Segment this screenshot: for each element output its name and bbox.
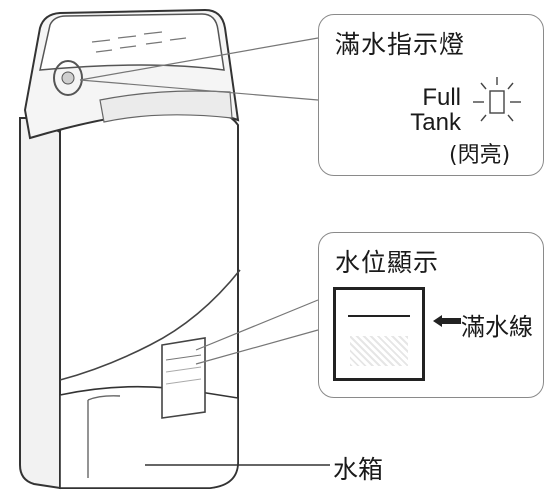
level-window [161, 337, 206, 419]
full-line-label: 滿水線 [461, 313, 533, 341]
side-panel [19, 117, 61, 490]
leader-line-window-top [195, 299, 319, 351]
water-tank-label: 水箱 [333, 455, 384, 484]
full-tank-text: Full Tank [383, 85, 461, 135]
flash-note: (閃亮) [449, 143, 511, 168]
arrow-left-icon [433, 315, 461, 327]
full-water-line [348, 315, 410, 317]
full-tank-line1: Full [422, 84, 461, 111]
leader-line-indicator-top [79, 37, 319, 81]
water-texture [350, 336, 408, 366]
full-tank-light-icon [53, 60, 83, 96]
water-level-title: 水位顯示 [335, 248, 440, 277]
control-panel [39, 13, 225, 71]
blinking-light-icon [473, 77, 521, 122]
level-gauge [333, 287, 425, 381]
control-panel-buttons-icon [91, 31, 187, 53]
leader-line-indicator-bottom [79, 79, 319, 101]
air-outlet [99, 90, 233, 123]
water-tank [59, 385, 239, 489]
full-indicator-callout: 滿水指示燈 Full Tank (閃亮) [318, 14, 544, 176]
tank-seam [59, 269, 241, 381]
leader-line-window-bottom [195, 329, 319, 365]
full-tank-line2: Tank [410, 109, 461, 136]
water-level-callout: 水位顯示 滿水線 [318, 232, 544, 398]
full-indicator-title: 滿水指示燈 [335, 30, 466, 59]
